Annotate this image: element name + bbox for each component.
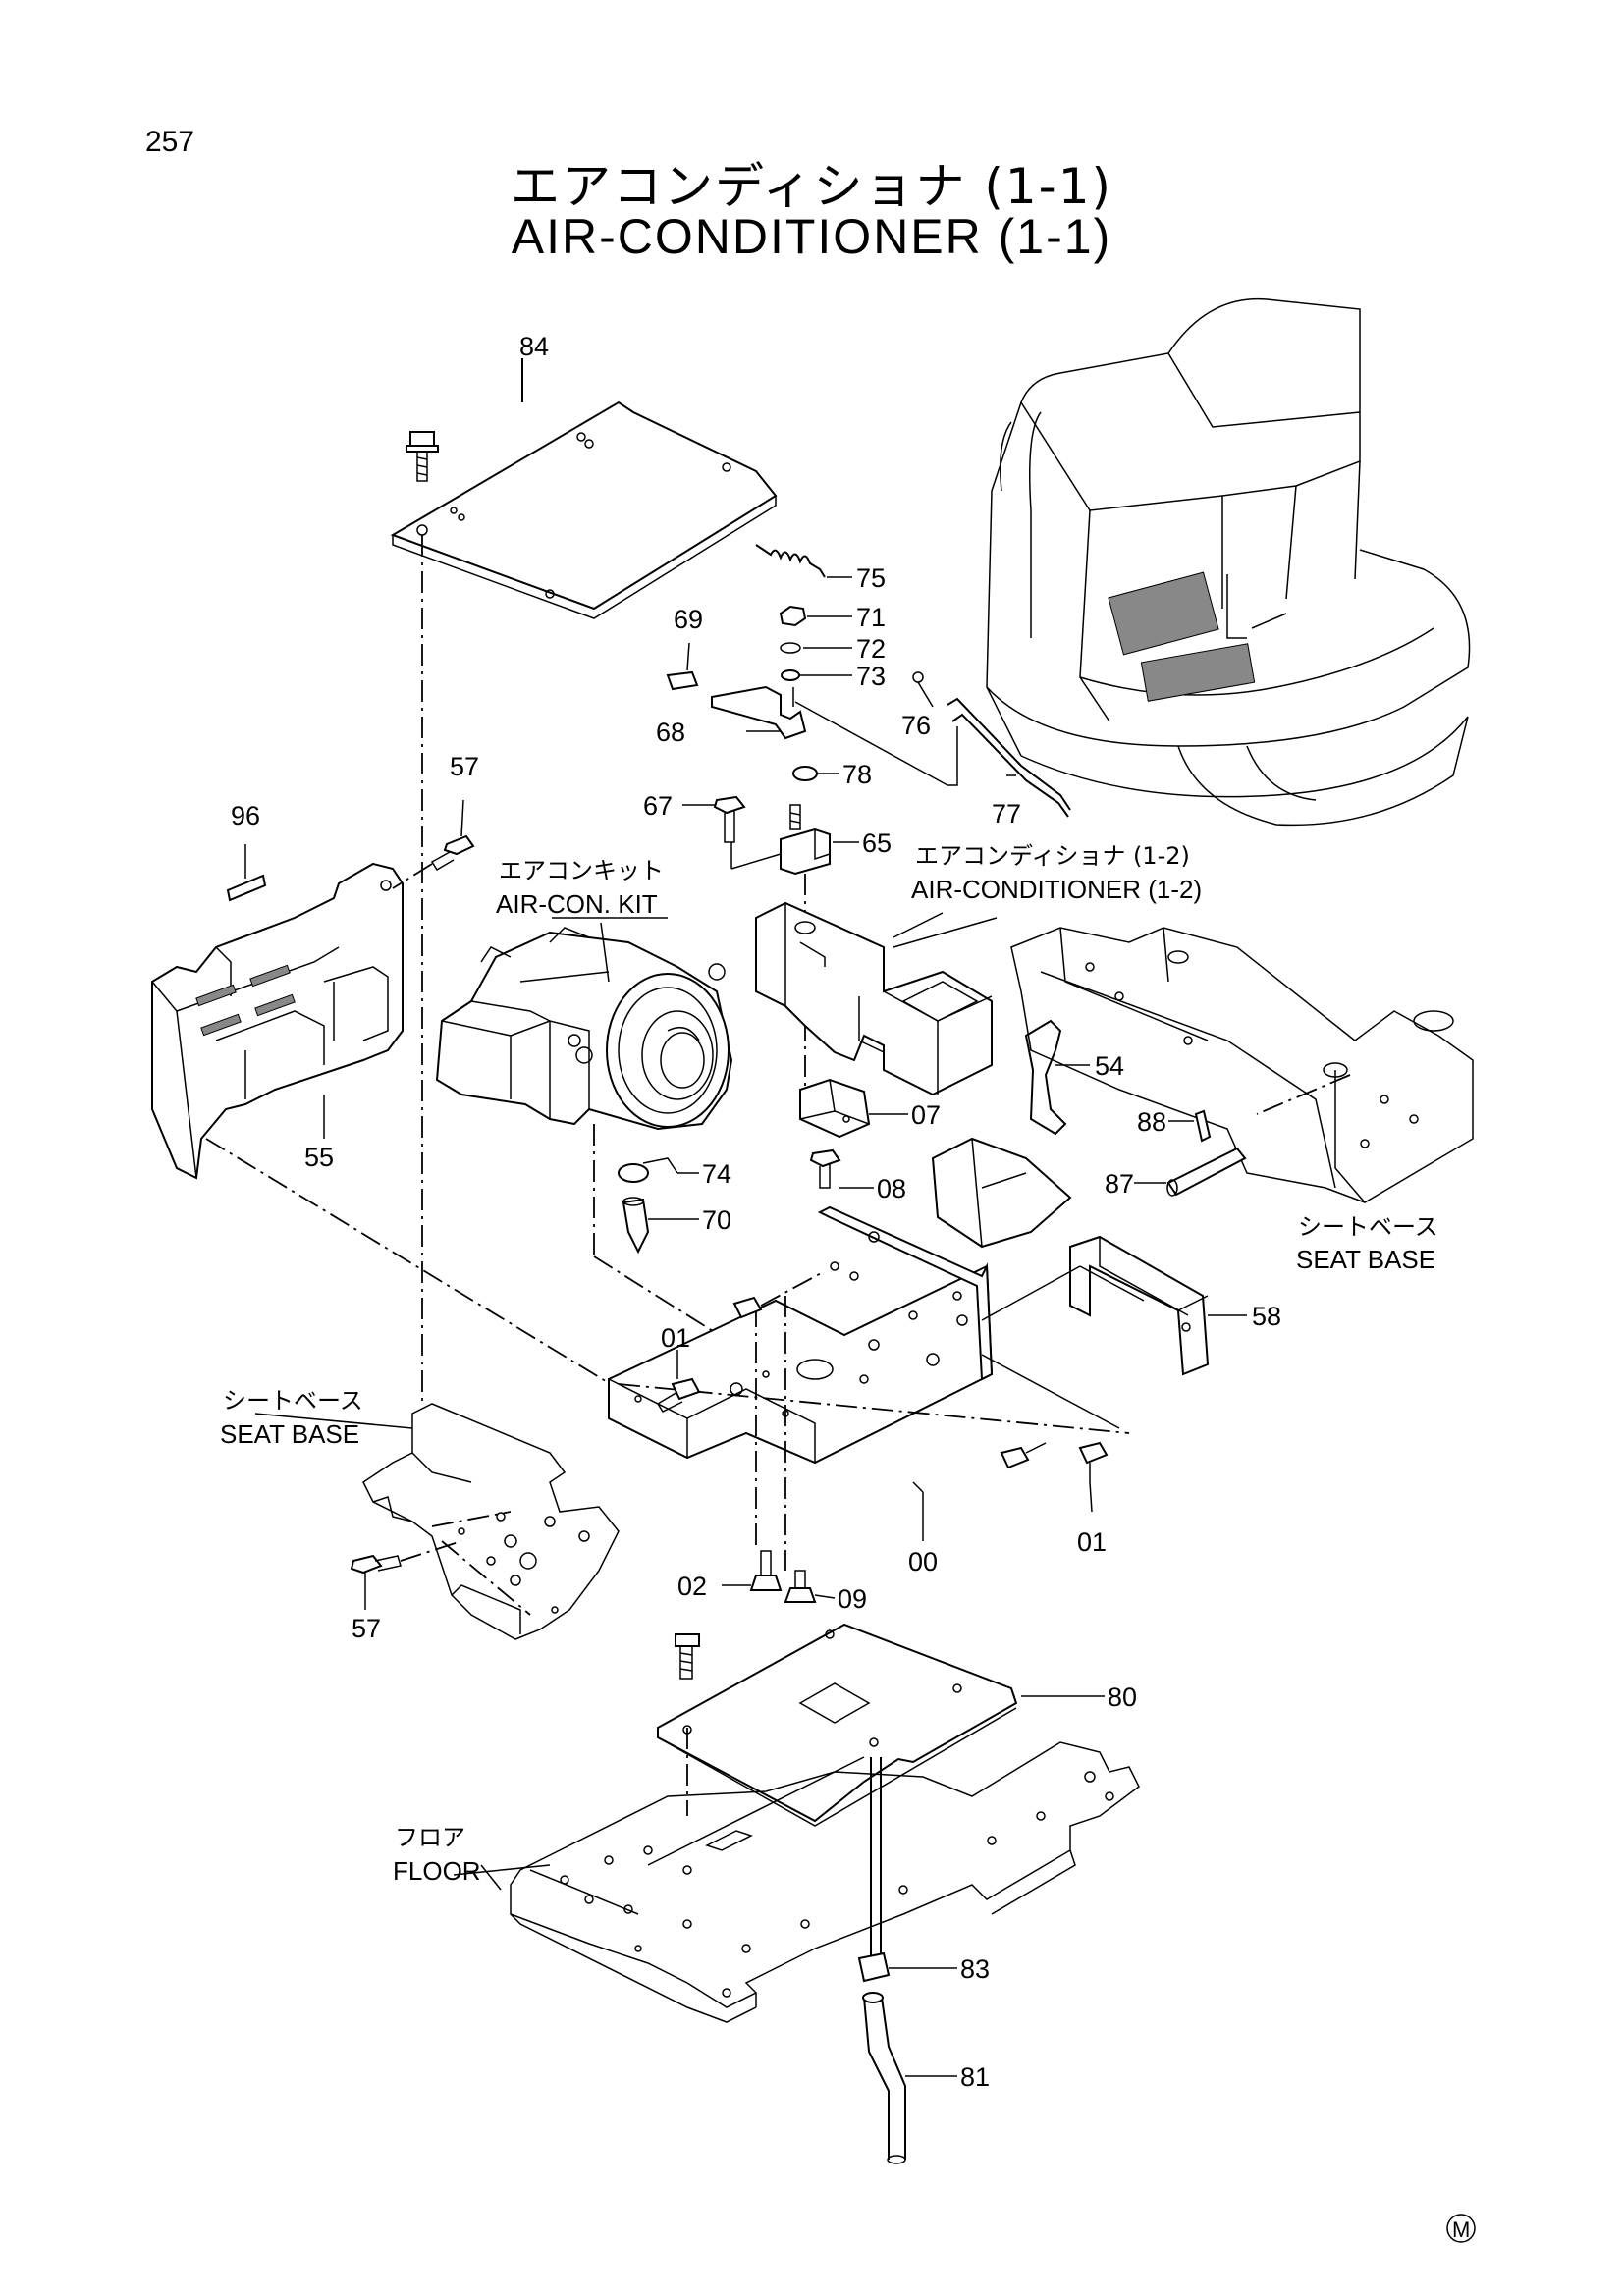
label-84: 84 (519, 332, 549, 361)
part-69-pad (666, 642, 699, 691)
label-87: 87 (1105, 1169, 1134, 1199)
part-70-nozzle (622, 1197, 699, 1255)
part-71-nut (779, 605, 852, 627)
aircon-1-2-duct (755, 901, 993, 1096)
part-80-screw (675, 1633, 700, 1680)
part-78-screw (789, 804, 801, 830)
label-78: 78 (842, 760, 872, 789)
label-58: 58 (1252, 1302, 1281, 1331)
part-01-bolt-b (1078, 1441, 1109, 1513)
label-57-lower: 57 (352, 1614, 381, 1643)
part-00-side-bolt (732, 1270, 826, 1319)
part-02-screw (722, 1550, 783, 1591)
page-number: 257 (145, 126, 195, 158)
seat-base-left-label-en: SEAT BASE (220, 1419, 359, 1449)
excavator-cab-illustration (986, 297, 1471, 827)
part-67-bolt (682, 795, 782, 870)
part-75-spring (755, 544, 852, 578)
label-81: 81 (960, 2062, 990, 2092)
label-00: 00 (908, 1547, 938, 1576)
part-00-main-bracket (608, 1205, 1145, 1571)
part-84-cover-plate (390, 358, 778, 1404)
part-number-labels: 84 75 71 72 73 69 68 76 78 77 57 67 65 9… (231, 332, 1281, 2092)
label-77: 77 (992, 799, 1021, 828)
label-88: 88 (1137, 1107, 1166, 1137)
label-07: 07 (911, 1100, 941, 1130)
label-65: 65 (862, 828, 892, 858)
label-09: 09 (838, 1584, 867, 1614)
part-09-screw (784, 1570, 836, 1603)
part-81-hose (862, 1992, 957, 2164)
label-54: 54 (1095, 1051, 1124, 1081)
part-80-plate (657, 1623, 1105, 1827)
label-96: 96 (231, 801, 260, 830)
label-01-upper: 01 (661, 1323, 690, 1353)
label-72: 72 (856, 634, 886, 664)
part-01-bolt-a (656, 1350, 701, 1413)
floor-leader (453, 1864, 551, 1876)
title-japanese: エアコンディショナ (1-1) (510, 158, 1113, 215)
aircon-kit-label-ja: エアコンキット (499, 857, 664, 884)
seat-base-right-label-ja: シートベース (1298, 1213, 1438, 1241)
label-69: 69 (674, 605, 703, 634)
label-67: 67 (643, 791, 673, 821)
label-83: 83 (960, 1954, 990, 1984)
part-07-relay (799, 1078, 908, 1139)
label-73: 73 (856, 662, 886, 691)
part-84-screw (406, 431, 439, 482)
part-68-lever (711, 685, 948, 786)
part-96-label (226, 844, 267, 902)
aircon-1-2-leader (893, 917, 998, 948)
part-74-clip (618, 1157, 699, 1183)
label-08: 08 (877, 1174, 906, 1203)
footer-m-letter: M (1452, 2217, 1470, 2242)
part-57-bolt-lower (350, 1540, 462, 1610)
label-02: 02 (677, 1572, 707, 1601)
footer-m-mark: M (1446, 2214, 1476, 2243)
seat-base-right-label-en: SEAT BASE (1296, 1245, 1435, 1274)
part-54-bracket (931, 1019, 1090, 1249)
label-55: 55 (304, 1143, 334, 1172)
right-seat-base-frame (1010, 927, 1474, 1203)
part-83-clamp (857, 1757, 957, 1983)
label-76: 76 (901, 711, 931, 740)
aircon-1-2-label-ja: エアコンディショナ (1-2) (915, 842, 1190, 870)
part-78-washer (792, 766, 839, 781)
label-74: 74 (702, 1159, 731, 1189)
aircon-kit-unit (435, 922, 767, 1365)
aircon-kit-label-en: AIR-CON. KIT (496, 889, 658, 919)
seat-base-left-label-ja: シートベース (223, 1387, 363, 1415)
label-80: 80 (1108, 1682, 1137, 1712)
left-seat-base (362, 1403, 620, 1640)
floor-panel (480, 1741, 1140, 2023)
title-english: AIR-CONDITIONER (1-1) (511, 209, 1112, 264)
aircon-1-2-label-en: AIR-CONDITIONER (1-2) (911, 875, 1202, 904)
label-75: 75 (856, 563, 886, 593)
part-57-bolt-upper (392, 799, 475, 889)
part-73-washer (781, 669, 852, 681)
floor-label-en: FLOOR (393, 1856, 481, 1886)
label-68: 68 (656, 718, 685, 747)
left-seat-base-leader (254, 1413, 413, 1429)
floor-label-ja: フロア (395, 1824, 465, 1851)
part-58-bracket (1069, 1235, 1247, 1376)
label-70: 70 (702, 1205, 731, 1235)
part-01-bolt-c (1000, 1442, 1047, 1469)
label-01-right: 01 (1077, 1527, 1107, 1557)
part-72-washer (780, 642, 852, 654)
label-71: 71 (856, 603, 886, 632)
part-55-cover-panel (151, 862, 620, 1390)
part-87-pin (1134, 1147, 1247, 1197)
part-77-rod (912, 671, 1071, 818)
part-08-screw (809, 1148, 874, 1189)
part-88-pin (1168, 1109, 1212, 1143)
label-57-upper: 57 (450, 752, 479, 781)
reference-labels: エアコンキット AIR-CON. KIT エアコンディショナ (1-2) AIR… (220, 842, 1438, 1886)
